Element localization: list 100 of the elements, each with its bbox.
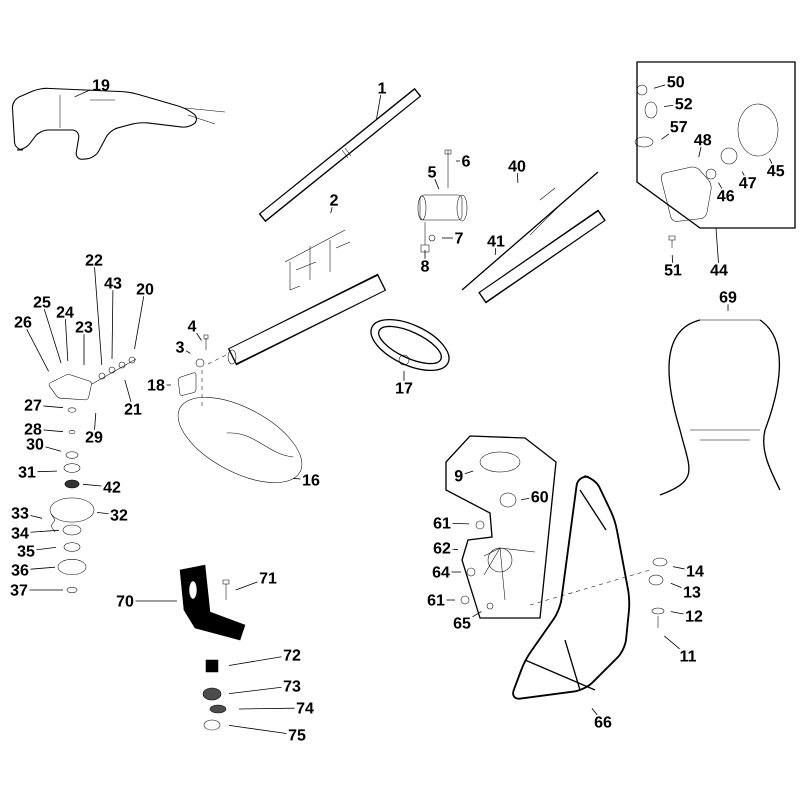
- callout-number: 66: [594, 716, 612, 728]
- leader-line: [124, 380, 132, 402]
- leader-line: [196, 332, 202, 341]
- callout-number: 24: [56, 306, 74, 318]
- leader-line: [96, 512, 109, 514]
- leader-line: [742, 171, 745, 176]
- callout-number: 50: [667, 76, 684, 88]
- leader-line: [134, 296, 144, 350]
- callout-number: 45: [767, 165, 784, 176]
- leader-line: [166, 384, 172, 386]
- leader-line: [452, 522, 470, 524]
- callout-number: 71: [260, 572, 276, 584]
- callout-number: 1: [378, 82, 386, 94]
- leader-line: [698, 146, 702, 158]
- callout-number: 18: [148, 379, 164, 391]
- callout-number: 35: [17, 545, 34, 557]
- callout-number: 69: [720, 291, 736, 303]
- leader-line: [494, 248, 496, 256]
- leader-line: [228, 686, 282, 694]
- callout-number: 7: [455, 232, 463, 244]
- callout-number: 27: [24, 399, 42, 411]
- callout-number: 29: [86, 431, 102, 443]
- callout-number: 36: [11, 564, 28, 576]
- leader-line: [30, 530, 60, 533]
- callout-number: 70: [116, 595, 134, 607]
- leader-line: [94, 266, 102, 366]
- leader-line: [292, 478, 301, 480]
- leader-line: [65, 318, 68, 362]
- leader-line: [43, 430, 64, 432]
- callout-number: 72: [284, 649, 300, 661]
- leader-line: [464, 470, 474, 474]
- callout-number: 65: [454, 617, 470, 629]
- group-outline: [636, 61, 796, 229]
- leader-line: [238, 708, 295, 710]
- leader-line: [135, 600, 178, 602]
- leader-line: [672, 566, 685, 570]
- leader-line: [45, 446, 62, 452]
- leader-line: [664, 104, 674, 107]
- callout-number: 20: [136, 283, 154, 295]
- callout-number: 19: [93, 79, 110, 91]
- leader-line: [82, 484, 102, 486]
- callout-number: 2: [330, 194, 338, 206]
- callout-number: 21: [124, 403, 142, 415]
- leader-line: [718, 182, 722, 189]
- callout-number: 61: [434, 517, 450, 529]
- leader-line: [592, 708, 598, 716]
- callout-number: 46: [717, 190, 734, 202]
- leader-line: [74, 89, 91, 98]
- callout-number: 41: [487, 236, 504, 246]
- callout-number: 51: [664, 264, 682, 276]
- leader-line: [452, 548, 458, 550]
- callout-number: 64: [432, 566, 450, 578]
- callout-number: 6: [462, 155, 470, 167]
- callout-number: 9: [454, 470, 463, 482]
- callout-number: 32: [110, 509, 128, 521]
- leader-line: [456, 160, 460, 162]
- leader-line: [186, 350, 191, 354]
- leader-line: [661, 134, 670, 140]
- callout-number: 44: [710, 264, 728, 276]
- leader-line: [520, 498, 530, 500]
- callout-number: 34: [11, 527, 29, 539]
- leader-line: [94, 412, 96, 430]
- leader-line: [37, 470, 58, 472]
- leader-line: [716, 228, 719, 264]
- leader-line: [664, 636, 680, 650]
- callout-number: 25: [34, 296, 50, 308]
- leader-line: [472, 611, 482, 618]
- callout-number: 40: [508, 160, 526, 172]
- leader-line: [44, 308, 62, 364]
- callout-number: 16: [303, 474, 320, 486]
- leader-line: [36, 547, 56, 550]
- leader-line: [434, 178, 440, 190]
- leader-line: [672, 254, 674, 264]
- callout-number: 62: [434, 542, 450, 554]
- leader-line: [30, 515, 42, 519]
- callout-number: 42: [103, 481, 120, 493]
- leader-line: [228, 725, 287, 734]
- callout-number: 22: [86, 254, 102, 266]
- leader-line: [330, 206, 333, 214]
- callout-number: 31: [18, 466, 36, 478]
- callout-number: 57: [670, 121, 687, 132]
- callout-number: 43: [104, 277, 122, 289]
- callout-number: 28: [24, 423, 42, 435]
- leader-line: [670, 611, 684, 614]
- callout-number: 37: [10, 584, 28, 596]
- callout-number: 47: [739, 177, 756, 188]
- leader-line: [376, 94, 382, 120]
- callout-number: 73: [284, 680, 300, 692]
- callout-number: 4: [188, 320, 196, 332]
- leader-line: [424, 250, 426, 260]
- callout-number: 61: [428, 594, 444, 606]
- leader-line: [670, 582, 682, 588]
- callout-number: 14: [687, 566, 704, 576]
- callout-number: 33: [11, 507, 28, 519]
- callout-number: 8: [421, 260, 429, 272]
- callout-number: 12: [686, 610, 702, 622]
- callout-number: 74: [296, 702, 314, 714]
- leader-line: [654, 84, 666, 89]
- leader-line: [112, 290, 114, 360]
- callout-number: 52: [675, 98, 692, 110]
